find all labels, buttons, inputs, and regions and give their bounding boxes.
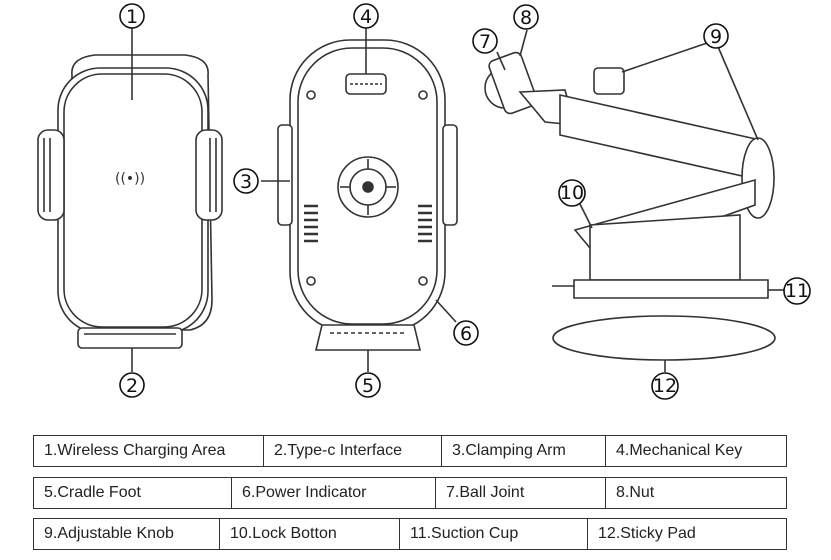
svg-text:8: 8 — [520, 7, 532, 29]
callout-2: 2 — [119, 372, 145, 398]
legend-cell: 1.Wireless Charging Area — [33, 435, 263, 467]
legend-row-2: 5.Cradle Foot 6.Power Indicator 7.Ball J… — [33, 477, 787, 509]
callout-6: 6 — [453, 320, 479, 346]
callout-12: 12 — [651, 372, 679, 400]
svg-text:5: 5 — [362, 375, 374, 397]
callout-8: 8 — [513, 4, 539, 30]
svg-text:7: 7 — [479, 31, 491, 53]
callout-7: 7 — [472, 28, 498, 54]
mount-view — [484, 29, 784, 372]
callout-5: 5 — [355, 372, 381, 398]
front-view — [37, 28, 223, 372]
callout-group: 1 2 3 4 5 6 7 8 9 10 11 12 — [119, 3, 811, 400]
callout-4: 4 — [353, 3, 379, 29]
callout-10: 10 — [558, 179, 586, 207]
wireless-charging-symbol: ((•)) — [115, 171, 145, 187]
callout-3: 3 — [233, 168, 259, 194]
callout-1: 1 — [119, 3, 145, 29]
legend-cell: 4.Mechanical Key — [605, 435, 787, 467]
front-clamping-arm-left — [37, 129, 65, 221]
svg-text:3: 3 — [240, 171, 252, 193]
legend-cell: 10.Lock Botton — [219, 518, 399, 550]
svg-text:6: 6 — [460, 323, 472, 345]
svg-text:9: 9 — [710, 26, 722, 48]
legend-row-1: 1.Wireless Charging Area 2.Type-c Interf… — [33, 435, 787, 467]
legend-row-3: 9.Adjustable Knob 10.Lock Botton 11.Suct… — [33, 518, 787, 550]
legend-cell: 8.Nut — [605, 477, 787, 509]
legend-cell: 5.Cradle Foot — [33, 477, 231, 509]
legend-cell: 9.Adjustable Knob — [33, 518, 219, 550]
back-view — [261, 28, 458, 372]
callout-9: 9 — [703, 23, 729, 49]
callout-11: 11 — [783, 277, 811, 305]
svg-text:2: 2 — [126, 375, 138, 397]
svg-text:1: 1 — [126, 6, 138, 28]
product-diagram: ((•)) — [37, 3, 811, 400]
legend-cell: 7.Ball Joint — [435, 477, 605, 509]
legend-cell: 6.Power Indicator — [231, 477, 435, 509]
legend-cell: 11.Suction Cup — [399, 518, 587, 550]
legend-cell: 12.Sticky Pad — [587, 518, 787, 550]
legend-cell: 3.Clamping Arm — [441, 435, 605, 467]
svg-text:4: 4 — [360, 6, 372, 28]
svg-text:12: 12 — [653, 375, 677, 397]
svg-text:10: 10 — [560, 182, 584, 204]
svg-text:11: 11 — [785, 280, 809, 302]
front-clamping-arm-right — [195, 129, 223, 221]
legend-cell: 2.Type-c Interface — [263, 435, 441, 467]
